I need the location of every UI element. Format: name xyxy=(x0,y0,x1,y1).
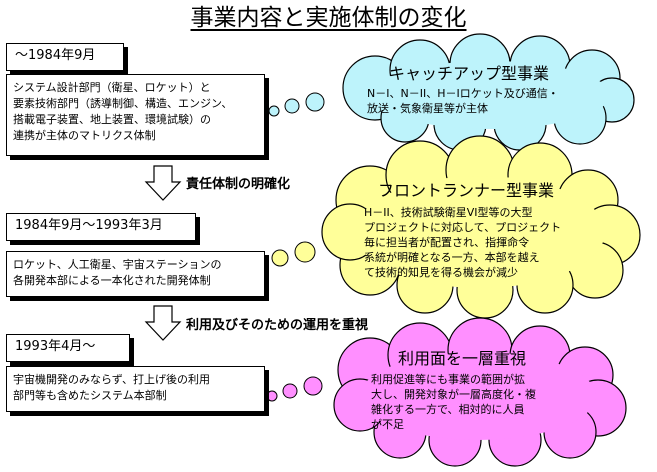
arrow-down-2 xyxy=(144,305,182,341)
cloud-body-catch-up: N－I、N－II、H－Iロケット及び通信・ 放送・気象衛星等が主体 xyxy=(367,87,559,115)
period-description-3: 宇宙機開発のみならず、打上げ後の利用 部門等も含めたシステム本部制 xyxy=(6,366,265,412)
page-title: 事業内容と実施体制の変化 xyxy=(190,5,467,31)
cloud-body-utilization: 利用促進等にも事業の範囲が拡 大し、開発対象が一層高度化・複 雑化する一方で、相… xyxy=(371,373,536,431)
transition-label-1: 責任体制の明確化 xyxy=(186,177,291,192)
period-description-2: ロケット、人工衛星、宇宙ステーションの 各開発本部による一本化された開発体制 xyxy=(6,251,265,297)
cloud-front-runner xyxy=(256,135,641,319)
period-label-2: 1984年9月～1993年3月 xyxy=(6,213,196,241)
cloud-title-front-runner: フロントランナー型事業 xyxy=(378,181,555,200)
cloud-title-catch-up: キャッチアップ型事業 xyxy=(389,64,550,83)
period-description-1: システム設計部門（衛星、ロケット）と 要素技術部門（誘導制御、構造、エンジン、 … xyxy=(6,74,265,156)
transition-label-2: 利用及びそのための運用を重視 xyxy=(186,318,369,333)
period-label-3: 1993年4月～ xyxy=(6,334,130,362)
cloud-title-utilization: 利用面を一層重視 xyxy=(398,349,527,368)
cloud-utilization xyxy=(266,317,627,467)
cloud-catch-up xyxy=(268,33,635,151)
arrow-down-1 xyxy=(144,165,182,201)
cloud-body-front-runner: H－II、技術試験衛星VI型等の大型 プロジェクトに対応して、プロジェクト 毎に… xyxy=(364,206,562,279)
period-label-1: ～1984年9月 xyxy=(6,43,124,71)
